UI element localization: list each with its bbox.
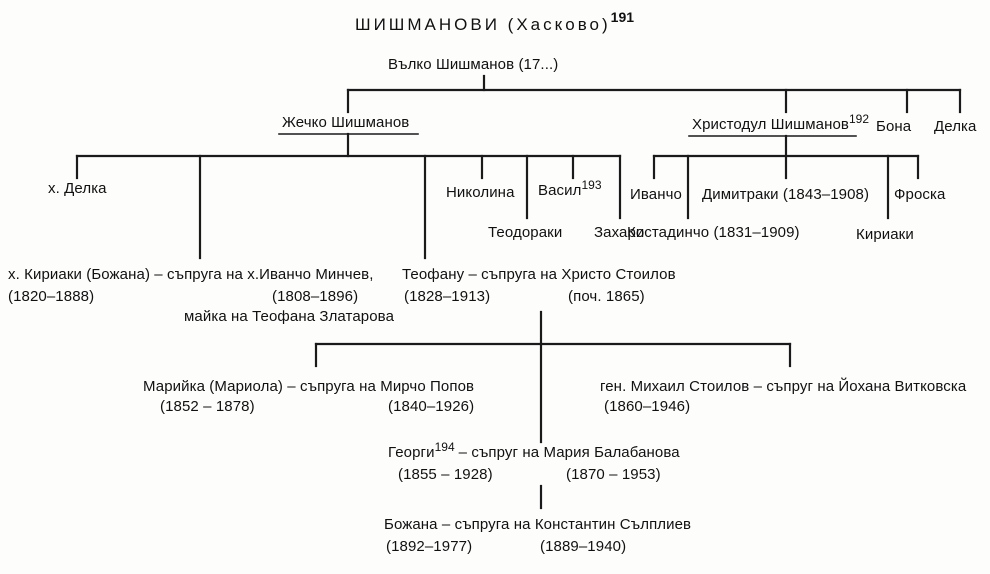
person-kiriaki: Кириаки bbox=[856, 226, 914, 243]
hristo-stoilov-years: (поч. 1865) bbox=[568, 288, 645, 305]
georgi-footnote-mark: 194 bbox=[434, 440, 455, 454]
person-mihail-stoilov: ген. Михаил Стоилов – съпруг на Йохана В… bbox=[600, 378, 967, 395]
hristodul-name: Христодул Шишманов bbox=[692, 116, 849, 133]
vasil-name: Васил bbox=[538, 182, 582, 199]
hristodul-footnote-mark: 192 bbox=[849, 112, 870, 126]
person-dimitraki: Димитраки (1843–1908) bbox=[702, 186, 870, 203]
kiriaki-bozhana-years: (1820–1888) bbox=[8, 288, 95, 305]
person-bona: Бона bbox=[876, 118, 912, 135]
person-georgi: Георги194– съпруг на Мария Балабанова bbox=[388, 440, 680, 462]
person-h-kiriaki-bozhana: х. Кириаки (Божана) – съпруга на х.Иванч… bbox=[8, 266, 374, 283]
person-zhechko-shishmanov: Жечко Шишманов bbox=[282, 114, 410, 131]
title-text: ШИШМАНОВИ (Хасково) bbox=[355, 15, 611, 34]
person-bozhana: Божана – съпруга на Константин Сълплиев bbox=[384, 516, 692, 533]
person-mariyka: Марийка (Мариола) – съпруга на Мирчо Поп… bbox=[143, 378, 475, 395]
kiriaki-mother-of-note: майка на Теофана Златарова bbox=[184, 308, 395, 325]
konstantin-years: (1889–1940) bbox=[540, 538, 627, 555]
person-hristodul-shishmanov: Христодул Шишманов192 bbox=[692, 112, 869, 134]
person-kostadincho: Костадинчо (1831–1909) bbox=[627, 224, 800, 241]
maria-balabanova-years: (1870 – 1953) bbox=[566, 466, 661, 483]
mircho-popov-years: (1840–1926) bbox=[388, 398, 475, 415]
person-valko-shishmanov: Вълко Шишманов (17...) bbox=[388, 56, 559, 73]
georgi-name: Георги bbox=[388, 444, 435, 461]
person-h-delka: х. Делка bbox=[48, 180, 107, 197]
person-froska: Фроска bbox=[894, 186, 946, 203]
page-title: ШИШМАНОВИ (Хасково)191 bbox=[355, 9, 634, 34]
georgi-spouse: – съпруг на Мария Балабанова bbox=[458, 444, 680, 461]
mihail-stoilov-years: (1860–1946) bbox=[604, 398, 691, 415]
teofanu-years: (1828–1913) bbox=[404, 288, 491, 305]
vasil-footnote-mark: 193 bbox=[581, 178, 602, 192]
person-nikolina: Николина bbox=[446, 184, 515, 201]
person-zahari: Захари bbox=[594, 224, 645, 241]
mariyka-years: (1852 – 1878) bbox=[160, 398, 255, 415]
person-teodoraki: Теодораки bbox=[488, 224, 563, 241]
person-delka: Делка bbox=[934, 118, 977, 135]
georgi-years: (1855 – 1928) bbox=[398, 466, 493, 483]
person-ivancho: Иванчо bbox=[630, 186, 682, 203]
title-footnote-mark: 191 bbox=[610, 9, 635, 25]
person-vasil: Васил193 bbox=[538, 178, 602, 200]
person-teofanu: Теофану – съпруга на Христо Стоилов bbox=[402, 266, 676, 283]
bozhana-years: (1892–1977) bbox=[386, 538, 473, 555]
ivancho-minchev-years: (1808–1896) bbox=[272, 288, 359, 305]
